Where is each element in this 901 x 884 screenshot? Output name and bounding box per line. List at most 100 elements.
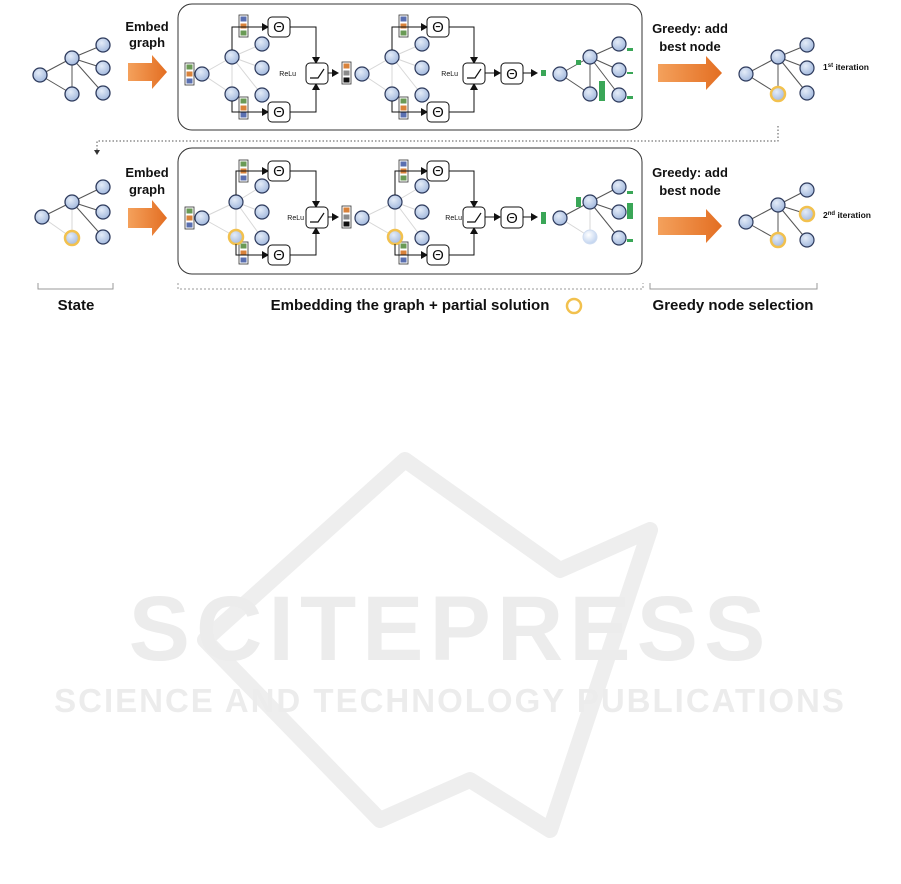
- row-iteration-1: Embed graph Θ Θ: [33, 4, 869, 130]
- theta-symbol: Θ: [506, 66, 518, 83]
- graph-node: [771, 50, 785, 64]
- selected-node: [388, 230, 402, 244]
- graph-node: [553, 67, 567, 81]
- row-iteration-2: Embed graph Θ Θ: [35, 148, 871, 274]
- graph-node: [415, 61, 429, 75]
- score-bar: [599, 81, 605, 101]
- graph-node: [415, 88, 429, 102]
- theta-symbol: Θ: [432, 247, 444, 264]
- embed-label-line1: Embed: [125, 19, 168, 34]
- theta-symbol: Θ: [432, 163, 444, 180]
- graph-node: [415, 179, 429, 193]
- score-bar: [627, 48, 633, 51]
- theta-symbol: Θ: [273, 104, 285, 121]
- graph-node: [225, 50, 239, 64]
- graph-node: [800, 183, 814, 197]
- graph-node: [96, 38, 110, 52]
- graph-node: [195, 67, 209, 81]
- selected-node: [771, 87, 785, 101]
- bracket-embedding: [178, 283, 643, 289]
- embed-label-line1: Embed: [125, 165, 168, 180]
- graph-node: [355, 67, 369, 81]
- greedy-label-line1: Greedy: add: [652, 21, 728, 36]
- embed-arrow: [128, 200, 167, 236]
- graph-node: [612, 88, 626, 102]
- watermark-title: SCITEPRESS: [129, 578, 772, 680]
- graph-node: [612, 63, 626, 77]
- score-bar: [627, 96, 633, 99]
- graph-node: [355, 211, 369, 225]
- embed-arrow: [128, 55, 167, 89]
- graph-node: [612, 205, 626, 219]
- graph-node: [35, 210, 49, 224]
- graph-node: [65, 51, 79, 65]
- watermark-subtitle: SCIENCE AND TECHNOLOGY PUBLICATIONS: [54, 682, 846, 719]
- greedy-label-line1: Greedy: add: [652, 165, 728, 180]
- selected-node: [800, 207, 814, 221]
- score-bar: [627, 72, 633, 74]
- caption-embedding: Embedding the graph + partial solution: [271, 297, 550, 314]
- graph-node: [415, 205, 429, 219]
- graph-node: [65, 195, 79, 209]
- watermark: SCITEPRESS SCIENCE AND TECHNOLOGY PUBLIC…: [54, 460, 846, 830]
- graph-node: [771, 198, 785, 212]
- graph-node: [553, 211, 567, 225]
- graph-node: [739, 67, 753, 81]
- graph-node: [612, 231, 626, 245]
- graph-node: [385, 50, 399, 64]
- theta-symbol: Θ: [273, 247, 285, 264]
- graph-node: [800, 38, 814, 52]
- graph-node: [612, 37, 626, 51]
- iteration-label-1: 1st iteration: [823, 62, 869, 72]
- relu-label: ReLu: [279, 71, 296, 78]
- graph-node: [415, 37, 429, 51]
- graph-node: [612, 180, 626, 194]
- graph-node: [65, 87, 79, 101]
- relu-box: [306, 207, 328, 228]
- graph-node: [583, 50, 597, 64]
- relu-box: [306, 63, 328, 84]
- score-bar: [576, 60, 581, 65]
- graph-node: [96, 180, 110, 194]
- greedy-label-line2: best node: [659, 183, 720, 198]
- graph-node: [415, 231, 429, 245]
- graph-node: [96, 205, 110, 219]
- embed-label-line2: graph: [129, 182, 165, 197]
- relu-label: ReLu: [445, 215, 462, 222]
- graph-node: [800, 233, 814, 247]
- graph-node: [583, 87, 597, 101]
- caption-state: State: [58, 297, 95, 314]
- relu-label: ReLu: [441, 71, 458, 78]
- graph-node: [225, 87, 239, 101]
- state-graph-row1: [33, 38, 110, 101]
- graph-node: [255, 231, 269, 245]
- theta-symbol: Θ: [506, 210, 518, 227]
- greedy-arrow: [658, 56, 722, 90]
- selected-node: [229, 230, 243, 244]
- score-bar: [627, 191, 633, 194]
- graph-node: [255, 88, 269, 102]
- bracket-state: [38, 283, 113, 289]
- greedy-arrow: [658, 209, 722, 243]
- graph-node: [96, 86, 110, 100]
- score-bar: [627, 239, 633, 242]
- score-bar: [576, 197, 581, 207]
- graph-node: [255, 37, 269, 51]
- graph-node: [96, 61, 110, 75]
- graph-node: [96, 230, 110, 244]
- section-brackets: State Embedding the graph + partial solu…: [38, 283, 817, 314]
- bracket-greedy: [650, 283, 817, 289]
- graph-node: [255, 205, 269, 219]
- embed-label-line2: graph: [129, 35, 165, 50]
- score-bar: [541, 212, 546, 224]
- theta-symbol: Θ: [273, 163, 285, 180]
- relu-box: [463, 207, 485, 228]
- graph-node: [388, 195, 402, 209]
- graph-node: [739, 215, 753, 229]
- result-graph-row1: [739, 38, 814, 101]
- graph-node: [800, 86, 814, 100]
- score-bar: [627, 203, 633, 219]
- state-graph-row2: [35, 180, 110, 245]
- graph-node: [800, 61, 814, 75]
